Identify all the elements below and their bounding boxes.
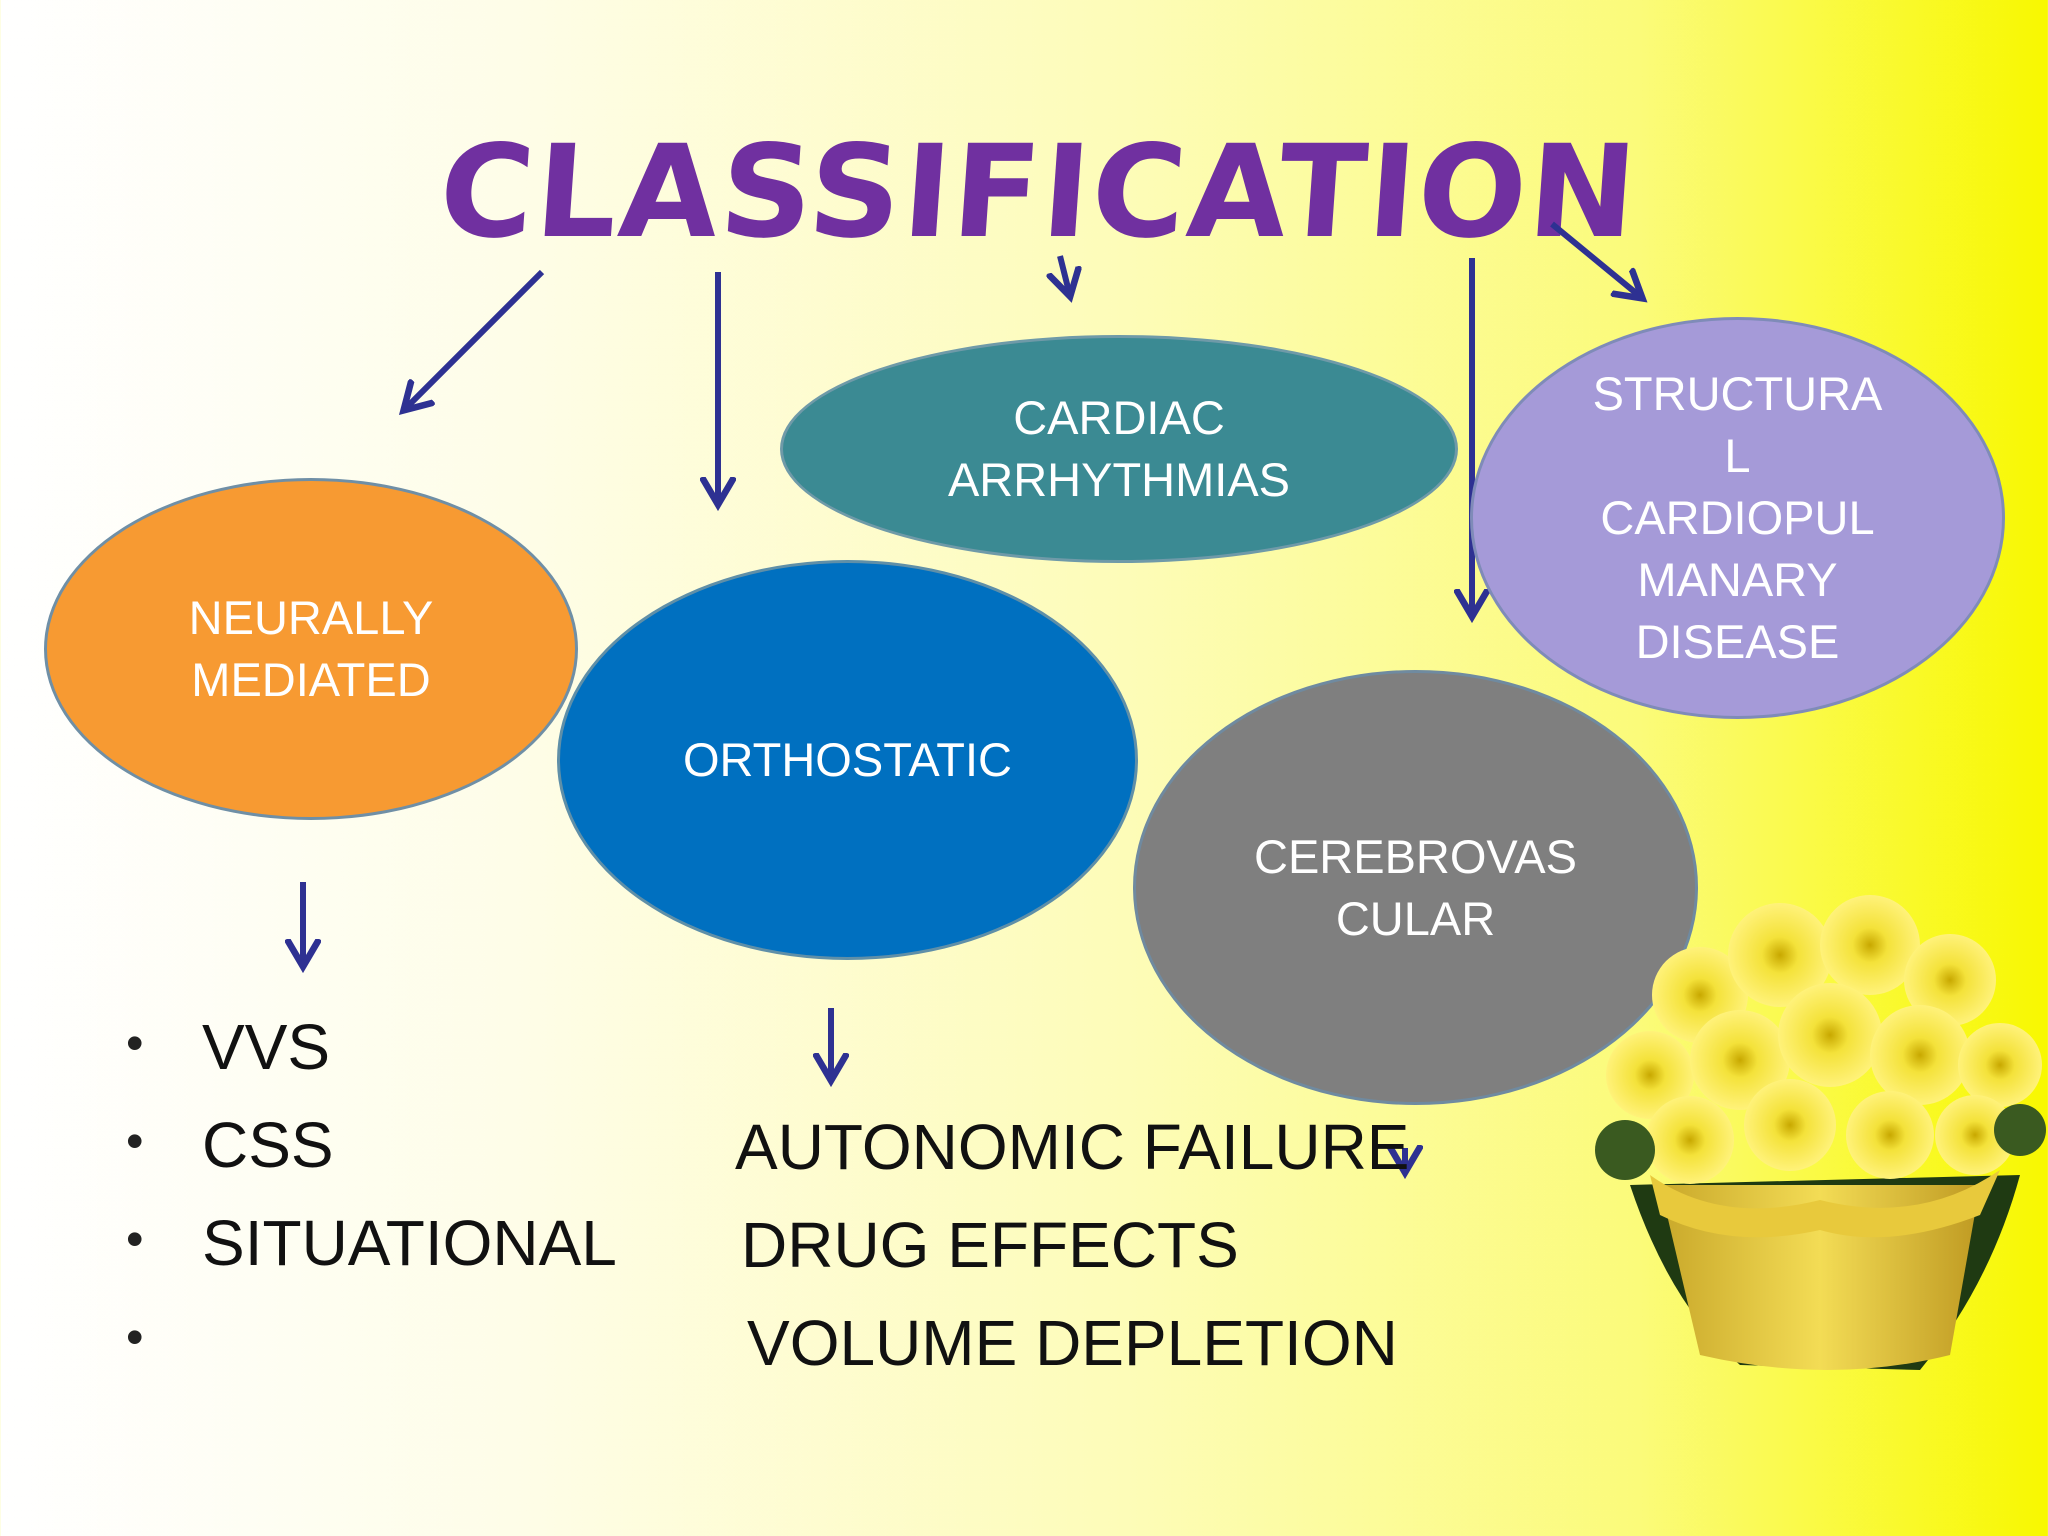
category-neurally-mediated: NEURALLY MEDIATED xyxy=(44,478,578,820)
category-cerebrovascular: CEREBROVAS CULAR xyxy=(1133,670,1698,1105)
category-structural-cardiopulmonary: STRUCTURA L CARDIOPUL MANARY DISEASE xyxy=(1470,317,2005,719)
category-label: CARDIAC ARRHYTHMIAS xyxy=(947,391,1291,506)
list-item: AUTONOMIC FAILURE xyxy=(735,1111,1410,1183)
category-cardiac-arrhythmias: CARDIAC ARRHYTHMIAS xyxy=(780,335,1458,563)
bullet-icon: • xyxy=(126,1309,144,1365)
category-label: ORTHOSTATIC xyxy=(683,733,1012,786)
bullet-icon: • xyxy=(126,1211,144,1267)
category-label: STRUCTURA L CARDIOPUL MANARY DISEASE xyxy=(1592,367,1883,668)
list-item: VOLUME DEPLETION xyxy=(747,1307,1398,1379)
category-label: NEURALLY MEDIATED xyxy=(188,591,434,706)
category-label: CEREBROVAS CULAR xyxy=(1254,829,1577,945)
bullet-icon: • xyxy=(126,1015,144,1071)
bullet-icon: • xyxy=(126,1113,144,1169)
list-item: DRUG EFFECTS xyxy=(741,1209,1239,1281)
flower-pot-image xyxy=(1595,895,2046,1370)
arrow-to-neural xyxy=(404,269,545,410)
arrow-to-struct xyxy=(1550,221,1642,298)
arrow-to-cardiac xyxy=(1060,255,1070,296)
category-orthostatic: ORTHOSTATIC xyxy=(557,560,1138,960)
